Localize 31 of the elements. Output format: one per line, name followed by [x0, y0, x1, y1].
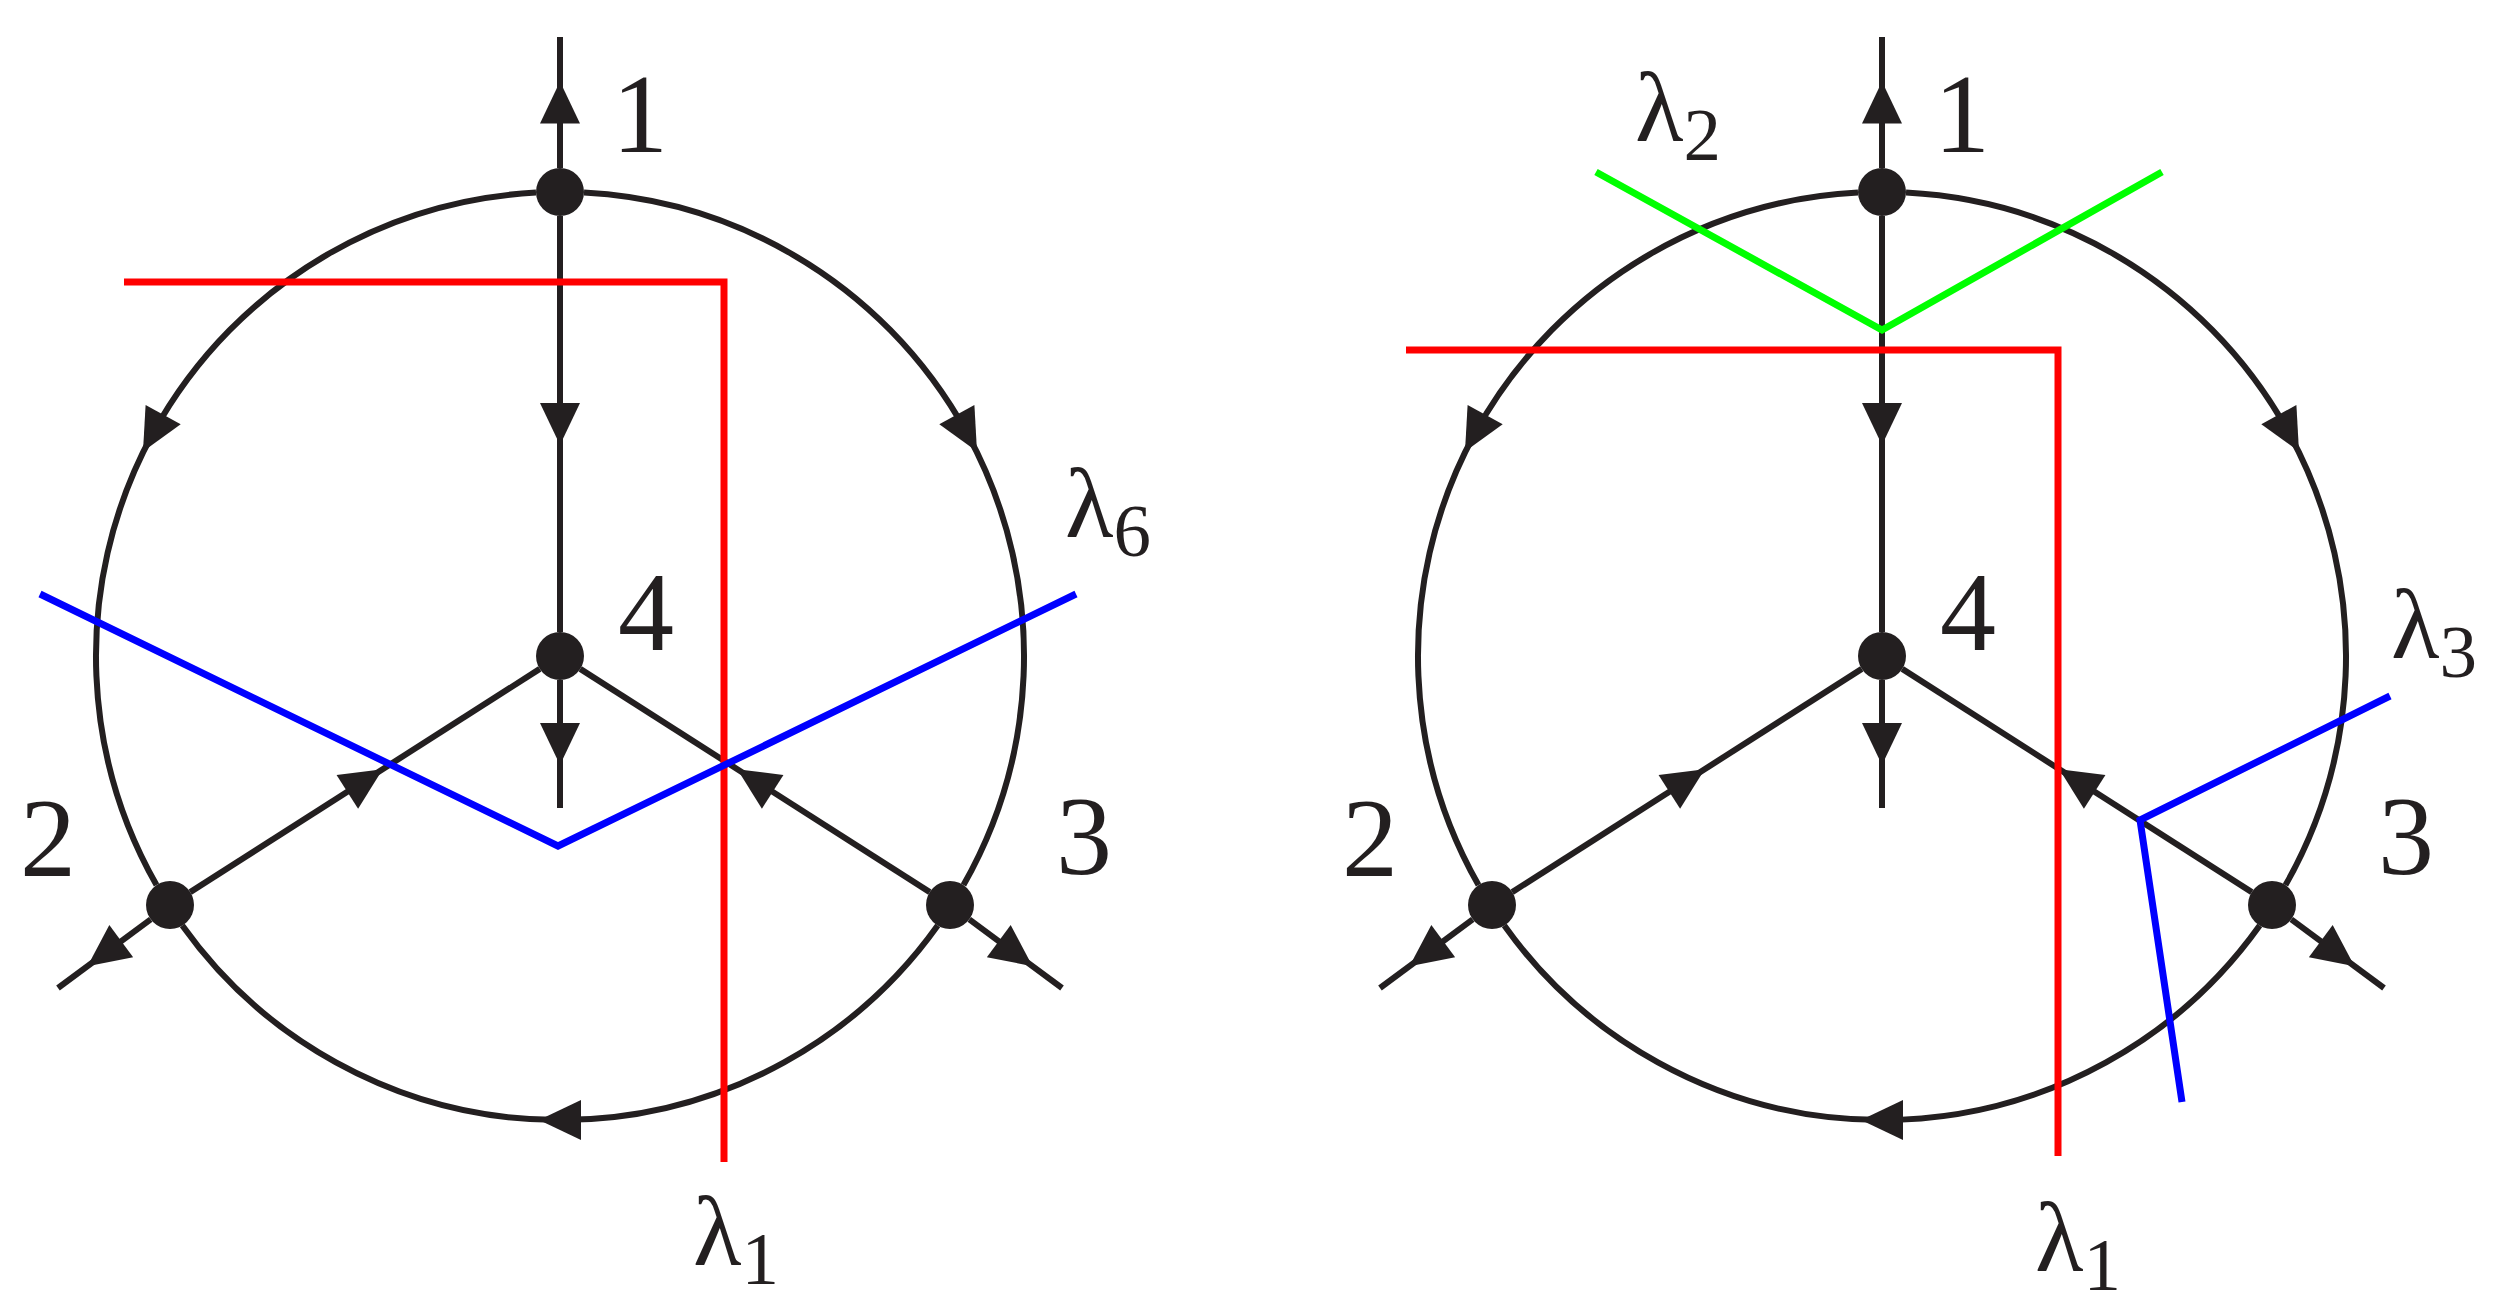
vertex-label: 1 [612, 58, 668, 170]
curved-arrow [93, 189, 537, 887]
arrow [578, 666, 932, 895]
curved-arrow [179, 923, 941, 1140]
vertex-label: 1 [1934, 58, 1990, 170]
arrow [540, 680, 580, 808]
vertex-label: 2 [1342, 782, 1398, 894]
arrow [540, 37, 580, 168]
curved-arrow [1415, 189, 1859, 887]
arrow [56, 916, 153, 991]
arrow [1378, 916, 1475, 991]
vertex-label: 4 [1940, 556, 1996, 668]
arrow [1510, 666, 1864, 895]
curved-arrow [583, 189, 1027, 887]
curved-arrow [1905, 189, 2349, 887]
cut-label: λ$_{2}$ [1635, 58, 1721, 158]
arrow [1900, 666, 2254, 895]
arrow [2289, 916, 2386, 991]
arrow [1862, 37, 1902, 168]
vertex-label: 2 [20, 782, 76, 894]
vertex-label: 3 [2378, 780, 2434, 892]
arrow [188, 666, 542, 895]
arrow [540, 216, 580, 632]
arrow [1862, 680, 1902, 808]
arrow [967, 916, 1064, 991]
vertex-label: 3 [1056, 780, 1112, 892]
cut-label: λ$_{1}$ [2035, 1188, 2121, 1288]
arrow [1862, 216, 1902, 632]
vertex-label: 4 [618, 556, 674, 668]
curved-arrow [1501, 923, 2263, 1140]
cut-label: λ$_{1}$ [693, 1182, 779, 1282]
